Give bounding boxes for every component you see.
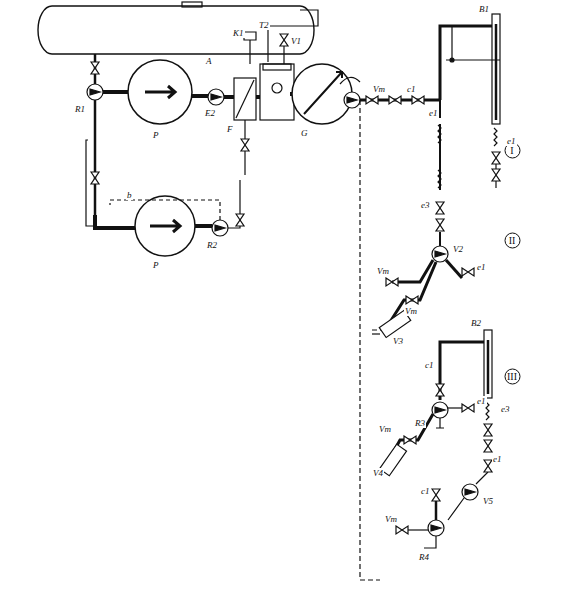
branch-number: II [504,232,521,249]
branch-three [379,330,492,548]
part-label: b [126,190,133,200]
part-label: e1 [492,454,503,464]
part-label: e3 [420,200,431,210]
part-label: c1 [406,84,417,94]
part-label: V5 [482,496,494,506]
branch-two [372,100,474,338]
part-label: E2 [204,108,216,118]
circle-outline [505,369,520,384]
part-label: A [205,56,213,66]
part-label: F [226,124,234,134]
part-label: e1 [506,136,517,146]
part-label: V4 [372,468,384,478]
branch-one [440,14,500,188]
part-label: P [152,130,160,140]
part-label: P [152,260,160,270]
main-pump-line [87,32,440,175]
part-label: e1 [476,396,487,406]
part-label: e1 [428,108,439,118]
branch-number-circle: III [504,368,521,385]
branch-number: III [504,368,521,385]
part-label: Vm [378,424,392,434]
part-label: R2 [206,240,218,250]
part-label: V1 [290,36,302,46]
part-label: e1 [476,262,487,272]
part-label: B2 [470,318,482,328]
circle-outline [505,233,520,248]
part-label: Vm [384,514,398,524]
part-label: R1 [74,104,86,114]
part-label: V3 [392,336,404,346]
standby-pump-loop [86,100,244,256]
part-label: T2 [258,20,270,30]
control-line [360,100,395,580]
part-label: e3 [500,404,511,414]
part-label: Vm [404,306,418,316]
storage-tank [38,2,318,62]
part-label: Vm [372,84,386,94]
branch-number-circle: II [504,232,521,249]
part-label: K1 [232,28,245,38]
part-label: c1 [424,360,435,370]
part-label: Vm [376,266,390,276]
part-label: V2 [452,244,464,254]
part-label: B1 [478,4,490,14]
part-label: R4 [418,552,430,562]
part-label: c1 [420,486,431,496]
part-label: G [300,128,309,138]
part-label: R3 [414,418,426,428]
